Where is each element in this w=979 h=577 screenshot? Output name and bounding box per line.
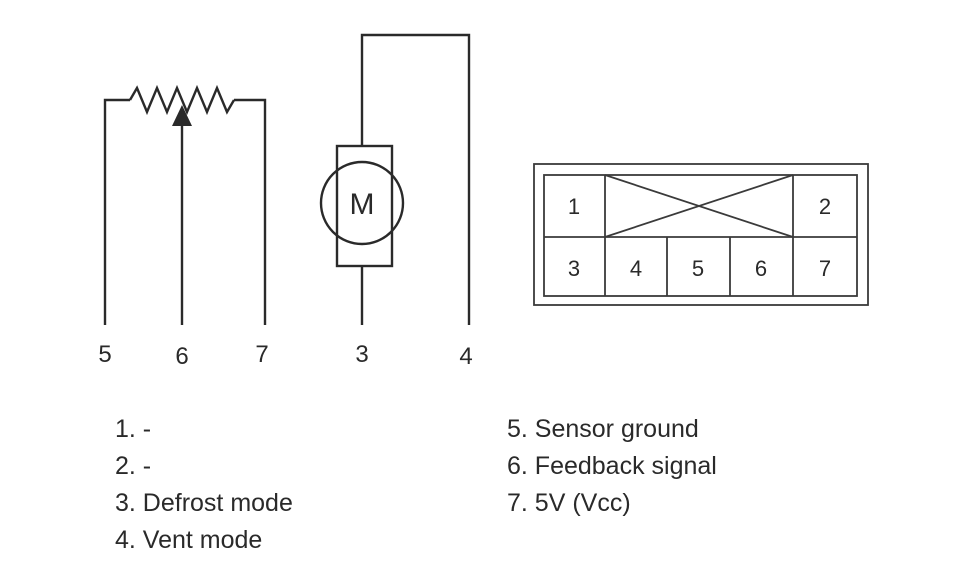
legend-item-pin-5: 5. Sensor ground <box>507 415 699 443</box>
connector-pin-3: 3 <box>568 256 580 281</box>
potentiometer <box>103 84 267 325</box>
connector-pin-4: 4 <box>630 256 642 281</box>
connector-pin-1: 1 <box>568 194 580 219</box>
connector-face: 1 2 3 4 5 6 7 <box>533 163 869 306</box>
motor-circuit: M <box>319 33 471 325</box>
legend-item-pin-4: 4. Vent mode <box>115 526 263 554</box>
legend-item-pin-1: 1. - <box>115 415 152 443</box>
terminal-label-3: 3 <box>355 341 368 368</box>
terminal-label-6: 6 <box>175 343 188 370</box>
connector-pin-2: 2 <box>819 194 831 219</box>
wire-pin-5 <box>103 98 130 325</box>
terminal-label-4: 4 <box>459 343 472 370</box>
terminal-label-7: 7 <box>255 341 268 368</box>
connector-outer-frame <box>533 163 869 306</box>
connector-pin-7: 7 <box>819 256 831 281</box>
wiper-arrow-icon <box>172 105 192 126</box>
motor-label: M <box>350 188 375 221</box>
motor-housing <box>335 144 394 268</box>
motor-icon <box>319 160 405 246</box>
wire-pin-7 <box>234 98 267 325</box>
pin-legend-left: 1. - 2. - 3. Defrost mode 4. Vent mode <box>115 411 293 559</box>
wire-pin-4 <box>360 33 471 325</box>
resistor-zigzag <box>128 84 236 116</box>
legend-item-pin-7: 7. 5V (Vcc) <box>507 489 631 517</box>
legend-item-pin-2: 2. - <box>115 452 152 480</box>
legend-item-pin-3: 3. Defrost mode <box>115 489 293 517</box>
connector-pin-6: 6 <box>755 256 767 281</box>
terminal-labels: 5 6 7 3 4 <box>98 341 472 370</box>
pin-legend-right: 5. Sensor ground 6. Feedback signal 7. 5… <box>507 411 717 522</box>
terminal-label-5: 5 <box>98 341 111 368</box>
unused-cavity-cross-b <box>604 174 794 238</box>
legend-item-pin-6: 6. Feedback signal <box>507 452 717 480</box>
connector-inner-frame <box>543 174 858 297</box>
connector-pin-5: 5 <box>692 256 704 281</box>
